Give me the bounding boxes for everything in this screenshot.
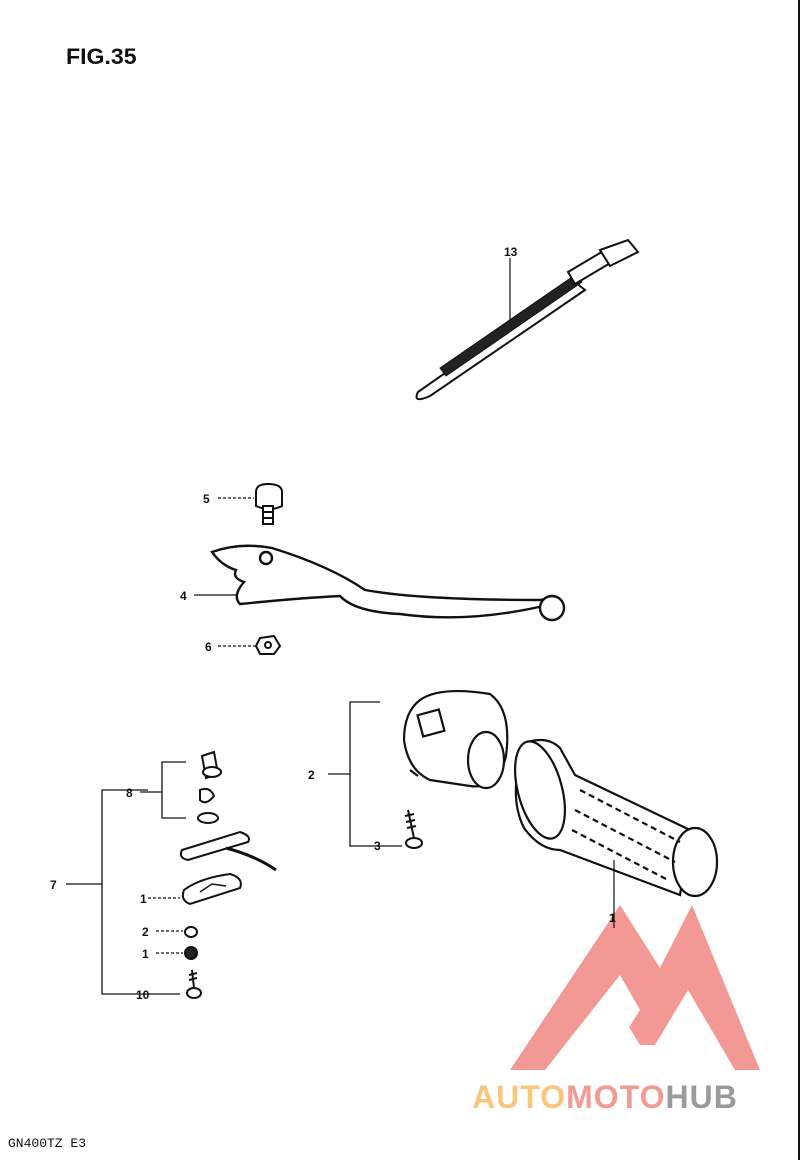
lever-bolt-part	[255, 482, 283, 525]
brake-lever-part	[210, 544, 566, 622]
housing-screw-part	[404, 809, 423, 849]
figure-title: FIG.35	[66, 44, 137, 69]
callout-6: 6	[205, 640, 212, 654]
callout-8: 8	[126, 786, 133, 800]
lever-nut-part	[254, 634, 282, 655]
adjuster-assembly-part	[197, 750, 222, 824]
brand-hub: HUB	[665, 1079, 738, 1115]
callout-1-holder: 1	[140, 892, 147, 906]
bracket-line	[349, 701, 402, 847]
bracket-line	[101, 789, 180, 995]
callout-1: 1	[609, 911, 616, 925]
bracket-line	[161, 761, 186, 819]
watermark-brand: AUTOMOTOHUB	[472, 1079, 738, 1116]
callout-10: 10	[136, 988, 150, 1002]
holder-hardware-part	[184, 926, 202, 999]
callout-4: 4	[180, 589, 187, 603]
callout-3: 3	[374, 839, 381, 853]
cable-tie-part	[415, 238, 640, 401]
brand-auto: AUTO	[472, 1079, 567, 1115]
callout-2: 2	[308, 768, 315, 782]
lever-holder-part	[179, 830, 277, 906]
watermark-logo	[510, 905, 760, 1070]
callout-13: 13	[504, 245, 518, 259]
callout-2-washer: 2	[142, 925, 149, 939]
callout-5: 5	[203, 492, 210, 506]
model-code: GN400TZ E3	[8, 1136, 87, 1151]
brand-moto: MOTO	[566, 1079, 666, 1115]
callout-1-nut: 1	[142, 947, 149, 961]
callout-7: 7	[50, 878, 57, 892]
switch-housing-part	[402, 690, 509, 790]
handlebar-grip-part	[514, 738, 719, 898]
